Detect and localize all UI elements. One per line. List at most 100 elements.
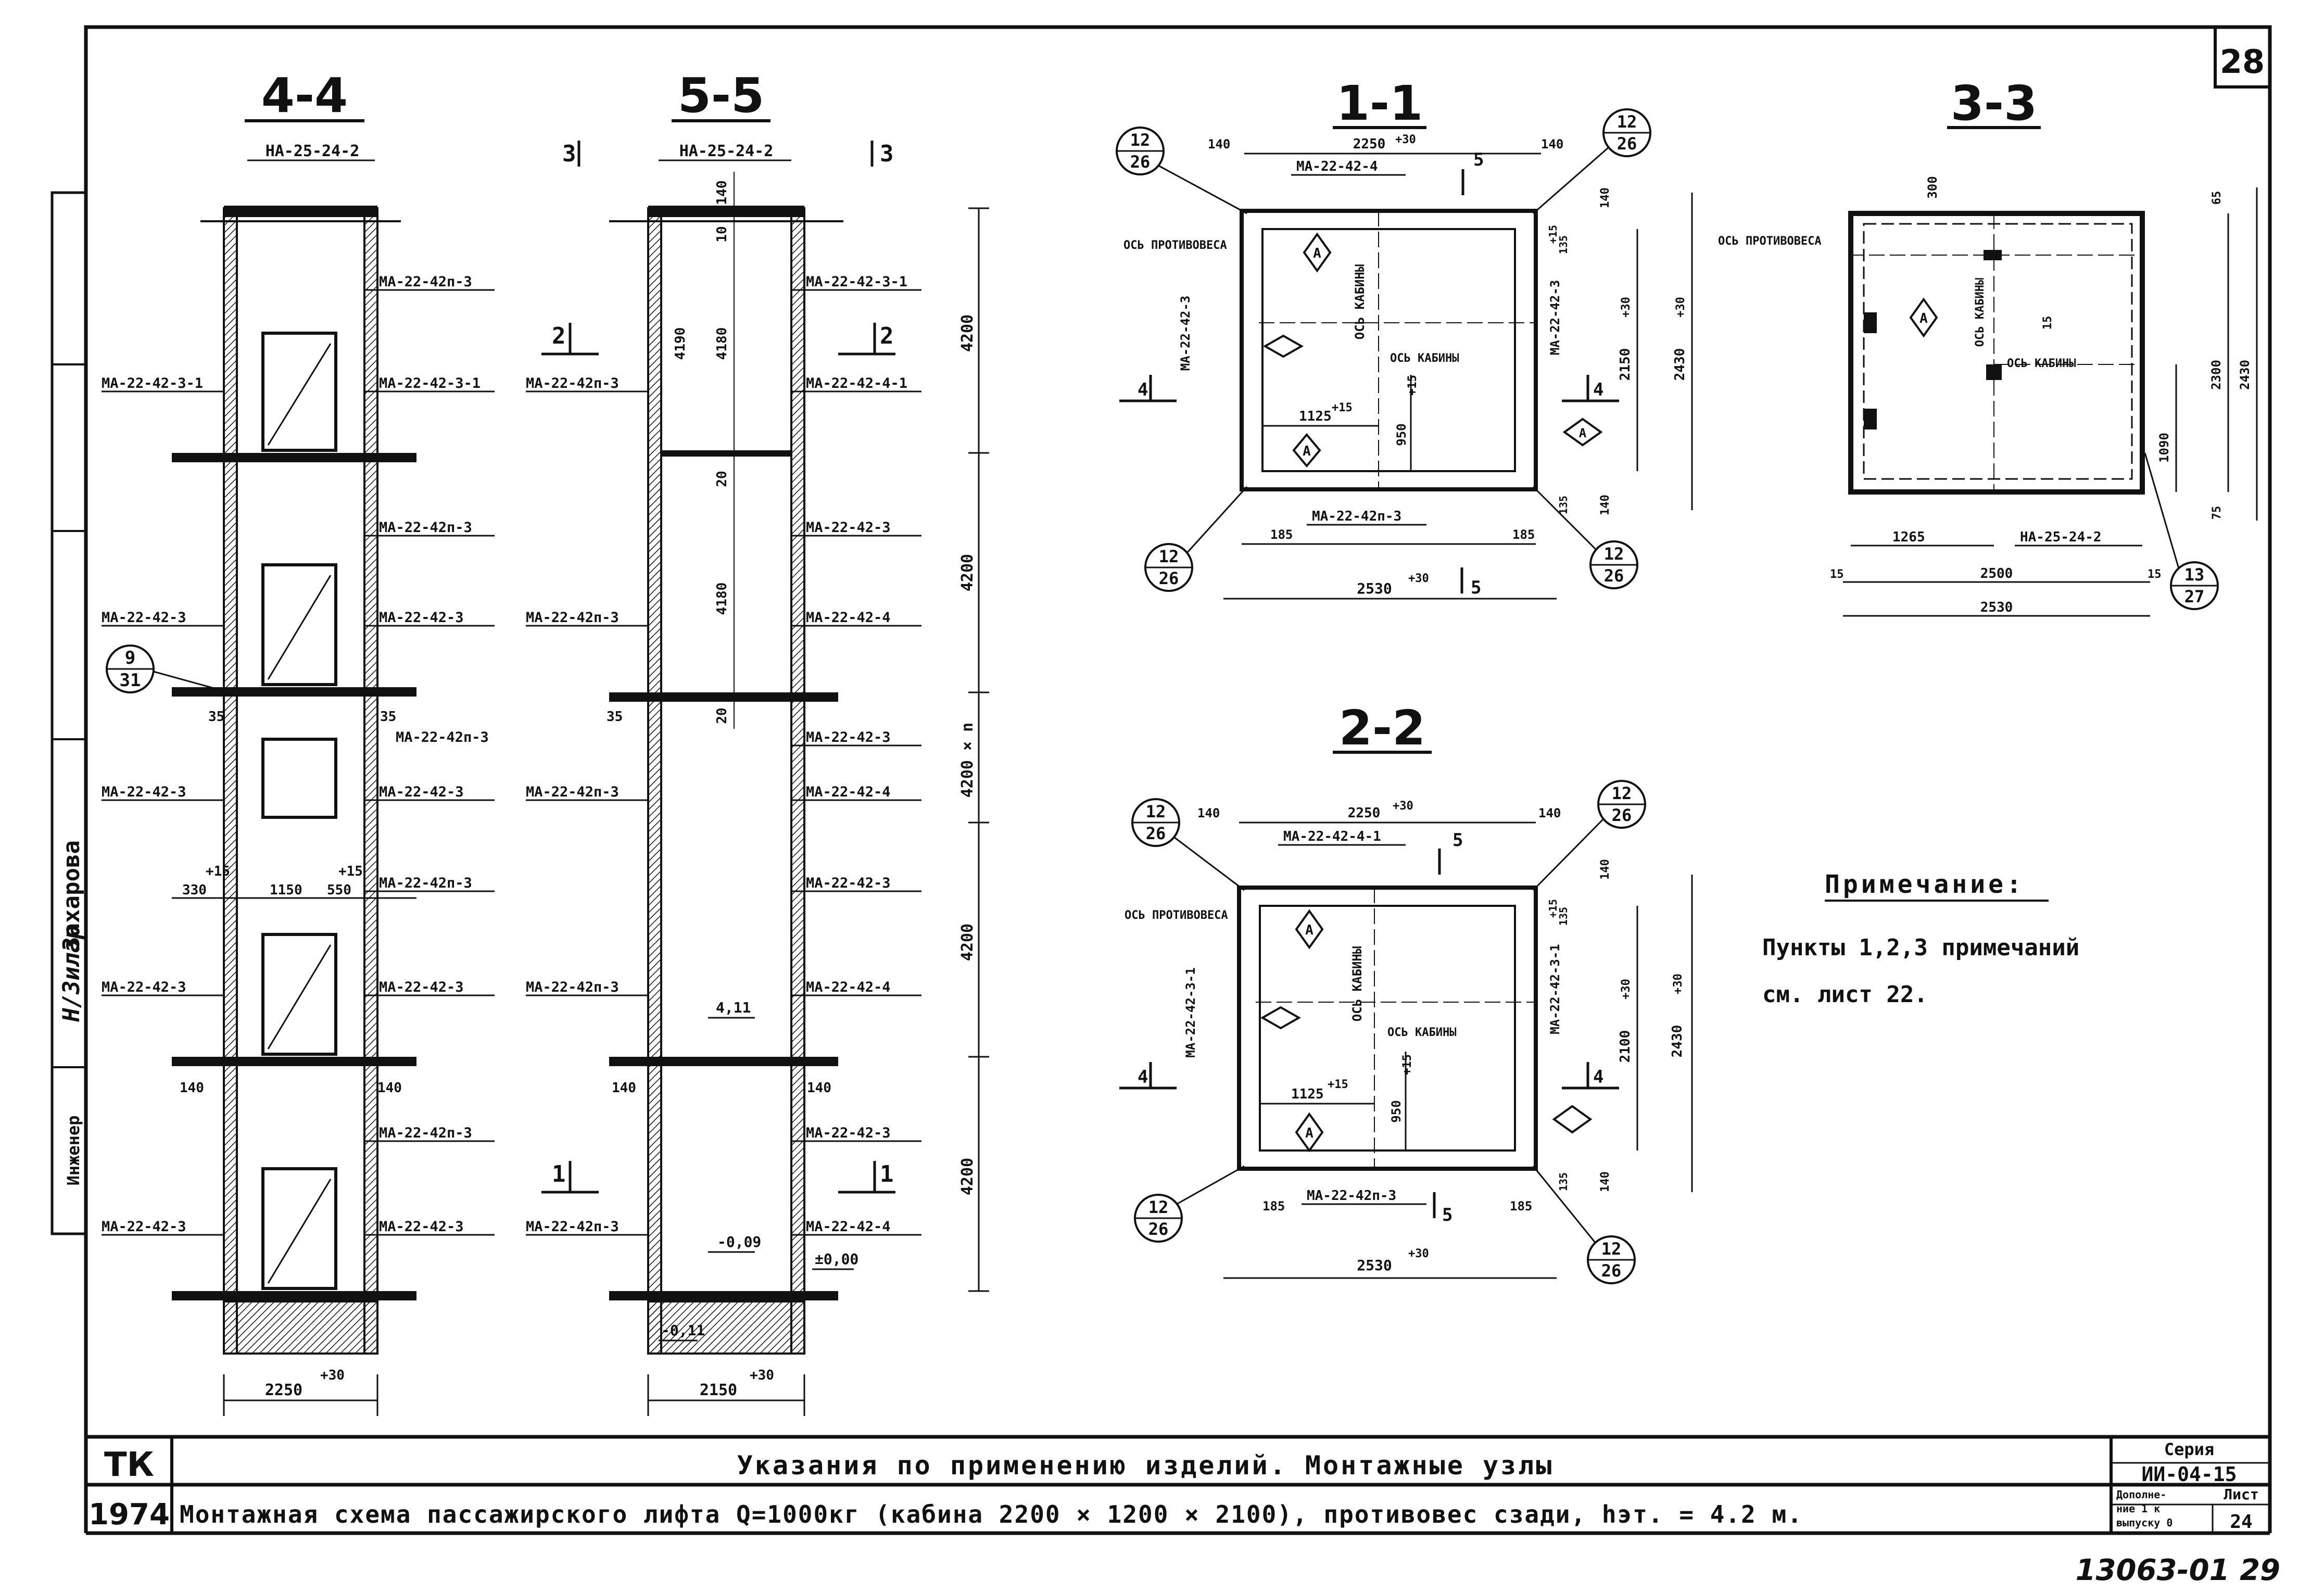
svg-text:26: 26 [1146, 824, 1166, 843]
s11-callout-br: 12 26 [1532, 486, 1638, 589]
svg-text:+30: +30 [1672, 974, 1685, 994]
svg-text:12: 12 [1146, 802, 1166, 821]
svg-text:А: А [1305, 922, 1313, 938]
section-2-2: 2-2 140 140 2250 +30 МА-22-42-4-1 5 ОСЬ … [1119, 700, 1693, 1284]
title-line-2: Монтажная схема пассажирского лифта Q=10… [180, 1500, 1803, 1528]
s55-cut3-left: 3 [562, 141, 576, 167]
section-4-4: 4-4 НА-25-24-2 МА-22-42-3-1 МА-22-42-3 М… [102, 68, 495, 1416]
svg-text:12: 12 [1148, 1197, 1169, 1217]
svg-text:140: 140 [612, 1080, 636, 1096]
s55-left-label-4: МА-22-42п-3 [526, 979, 619, 995]
svg-text:+15: +15 [1332, 401, 1353, 414]
s55-right-label-6: МА-22-42-4 [806, 784, 891, 800]
supplement-1: Дополне- [2116, 1488, 2166, 1501]
svg-text:185: 185 [1270, 527, 1293, 542]
s55-bottom-dim: 2150 [700, 1381, 737, 1399]
s44-right-label-6: МА-22-42-3 [379, 784, 464, 800]
svg-text:2430: 2430 [1672, 348, 1688, 381]
svg-text:12: 12 [1612, 783, 1632, 803]
svg-text:А: А [1305, 1126, 1313, 1141]
svg-text:20: 20 [714, 707, 730, 724]
s44-door-4 [261, 933, 337, 1056]
s33-callout: 13 27 [2144, 452, 2219, 610]
svg-text:26: 26 [1601, 1261, 1622, 1281]
svg-text:+30: +30 [1620, 297, 1633, 318]
svg-text:ОСЬ КАБИНЫ: ОСЬ КАБИНЫ [1974, 278, 1987, 347]
s44-bottom-dim: 2250 [265, 1381, 302, 1399]
svg-text:+30: +30 [1408, 1247, 1429, 1260]
s55-right-label-9: МА-22-42-3 [806, 1125, 891, 1141]
s55-height-1: 4200 [958, 314, 977, 352]
svg-text:2530: 2530 [1980, 600, 2013, 615]
svg-text:А: А [1313, 246, 1321, 261]
svg-text:2530: 2530 [1357, 580, 1392, 597]
svg-text:+30: +30 [1674, 297, 1687, 318]
s11-callout-tl: 12 26 [1116, 127, 1247, 214]
supplement-3: выпуску 0 [2116, 1516, 2173, 1529]
svg-text:140: 140 [807, 1080, 831, 1096]
s55-cut2-left: 2 [552, 323, 566, 349]
svg-text:10: 10 [714, 226, 730, 242]
svg-text:135: 135 [1557, 496, 1570, 514]
svg-text:135: 135 [1557, 235, 1570, 254]
s44-right-label-9: МА-22-42п-3 [379, 1125, 472, 1141]
svg-text:2530: 2530 [1357, 1257, 1392, 1274]
s44-left-label-2: МА-22-42-3 [102, 610, 186, 626]
s11-callout-tr: 12 26 [1533, 108, 1651, 214]
svg-text:ОСЬ ПРОТИВОВЕСА: ОСЬ ПРОТИВОВЕСА [1123, 239, 1227, 252]
svg-text:26: 26 [1604, 566, 1624, 586]
svg-text:МА-22-42-3-1: МА-22-42-3-1 [1183, 967, 1198, 1057]
series-value: ИИ-04-15 [2141, 1463, 2237, 1486]
svg-text:20: 20 [714, 471, 730, 487]
note-line-2: см. лист 22. [1762, 981, 1928, 1008]
svg-text:5: 5 [1452, 830, 1463, 851]
svg-text:135: 135 [1557, 1172, 1570, 1191]
svg-text:+30: +30 [750, 1368, 774, 1383]
s55-right-label-7: МА-22-42-3 [806, 875, 891, 891]
s22-callout-tl: 12 26 [1131, 798, 1245, 891]
svg-text:МА-22-42-3-1: МА-22-42-3-1 [1548, 944, 1562, 1034]
svg-text:2100: 2100 [1618, 1030, 1633, 1063]
svg-text:26: 26 [1159, 568, 1179, 588]
side-stamp: Захарова Н/Зилар Инженер [50, 191, 87, 1235]
svg-text:15: 15 [1830, 568, 1844, 581]
svg-text:5: 5 [1471, 577, 1481, 598]
s55-left-label-5: МА-22-42п-3 [526, 1219, 619, 1235]
s55-cut2-right: 2 [880, 323, 894, 349]
svg-text:12: 12 [1159, 547, 1179, 566]
svg-text:+30: +30 [1620, 979, 1633, 1000]
svg-text:ОСЬ КАБИНЫ: ОСЬ КАБИНЫ [2007, 357, 2076, 370]
section-1-1: 1-1 140 140 2250 +30 МА-22-42-4 5 ОСЬ ПР… [1116, 75, 1693, 600]
svg-text:950: 950 [1394, 423, 1409, 446]
svg-text:140: 140 [1599, 187, 1612, 208]
svg-text:+15: +15 [1328, 1078, 1348, 1091]
s44-door-5 [261, 1167, 337, 1290]
s44-door-3 [261, 738, 337, 819]
section-3-3-title: 3-3 [1951, 75, 2037, 131]
section-5-5: 5-5 НА-25-24-2 3 3 2 2 1 1 140 [526, 68, 989, 1416]
sheet-number-box: 28 [2214, 26, 2271, 88]
s44-right-label-2: МА-22-42-3-1 [379, 375, 481, 391]
svg-text:26: 26 [1617, 134, 1637, 154]
s55-right-label-5: МА-22-42-3 [806, 729, 891, 745]
svg-text:185: 185 [1262, 1199, 1285, 1213]
svg-text:МА-22-42п-3: МА-22-42п-3 [1307, 1188, 1396, 1204]
s22-callout-tr: 12 26 [1532, 780, 1646, 891]
section-4-4-title: 4-4 [261, 68, 348, 123]
s55-height-4: 4200 [958, 924, 977, 961]
svg-text:300: 300 [1925, 176, 1940, 198]
svg-text:15: 15 [2148, 568, 2162, 581]
svg-text:МА-22-42-4-1: МА-22-42-4-1 [1283, 829, 1381, 844]
note-title: Примечание: [1825, 870, 2025, 899]
sheet-value: 24 [2230, 1511, 2252, 1533]
svg-text:ОСЬ КАБИНЫ: ОСЬ КАБИНЫ [1353, 264, 1367, 340]
s55-level-b: -0,09 [717, 1233, 761, 1250]
section-3-3: 3-3 ОСЬ ПРОТИВОВЕСА ОСЬ КАБИНЫ ОСЬ КАБИН… [1718, 75, 2258, 617]
title-line-1: Указания по применению изделий. Монтажны… [737, 1450, 1554, 1481]
svg-text:+15: +15 [1547, 899, 1559, 918]
svg-text:4: 4 [1138, 380, 1148, 400]
svg-text:12: 12 [1130, 130, 1151, 150]
s11-shaft-plan [1240, 209, 1538, 491]
svg-text:185: 185 [1510, 1199, 1532, 1213]
s44-left-label-4: МА-22-42-3 [102, 979, 186, 995]
